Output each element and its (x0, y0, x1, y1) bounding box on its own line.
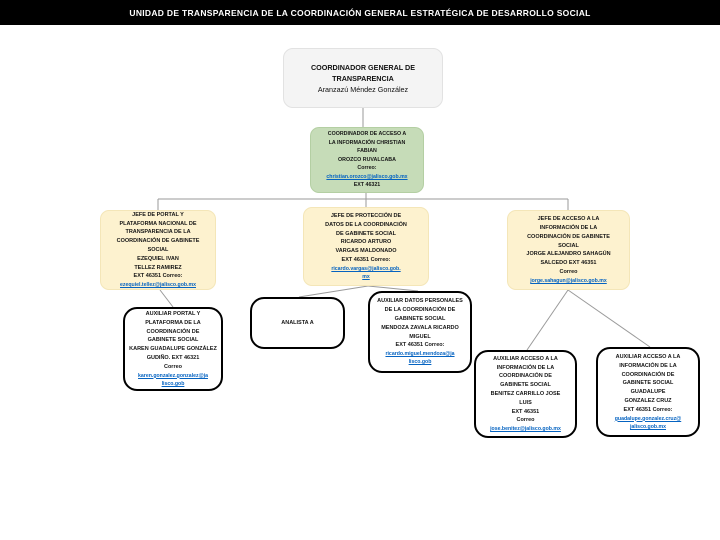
org-node-jefe-acceso: JEFE DE ACCESO A LA INFORMACIÓN DE LA CO… (507, 210, 630, 290)
org-node-text: JEFE DE ACCESO A LA INFORMACIÓN DE LA CO… (526, 216, 611, 275)
email-link-christian-orozco[interactable]: christian.orozco@jalisco.gob.mx (326, 174, 408, 181)
org-node-text: AUXILIAR ACCESO A LA INFORMACIÓN DE LA C… (490, 355, 561, 424)
org-node-analista: ANALISTA A (250, 297, 345, 349)
email-link-jose-benitez[interactable]: jose.benitez@jalisco.gob.mx (490, 426, 561, 433)
org-node-text: AUXILIAR PORTAL Y PLATAFORMA DE LA COORD… (129, 311, 217, 370)
org-node-ext: EXT 46321 (353, 182, 381, 189)
org-node-jefe-portal: JEFE DE PORTAL Y PLATAFORMA NACIONAL DE … (100, 210, 216, 290)
org-node-coordinador-general: COORDINADOR GENERAL DE TRANSPARENCIA Ara… (283, 48, 443, 108)
org-node-text: AUXILIAR ACCESO A LA INFORMACIÓN DE LA C… (615, 354, 681, 413)
org-node-title: COORDINADOR GENERAL DE TRANSPARENCIA (310, 62, 416, 83)
email-link-ricardo-vargas[interactable]: ricardo.vargas@jalisco.gob. mx (331, 265, 401, 280)
org-node-jefe-proteccion-datos: JEFE DE PROTECCIÓN DE DATOS DE LA COORDI… (303, 207, 429, 286)
email-link-ezequiel-tellez[interactable]: ezequiel.tellez@jalisco.gob.mx (120, 282, 196, 289)
org-node-text: COORDINADOR DE ACCESO A LA INFORMACIÓN C… (327, 131, 407, 172)
org-node-text: AUXILIAR DATOS PERSONALES DE LA COORDINA… (377, 298, 463, 349)
email-link-guadalupe-gonzalez[interactable]: guadalupe.gonzalez.cruz@ jalisco.gob.mx (614, 415, 682, 430)
org-node-auxiliar-datos-personales: AUXILIAR DATOS PERSONALES DE LA COORDINA… (368, 291, 472, 373)
org-node-auxiliar-acceso-guadalupe: AUXILIAR ACCESO A LA INFORMACIÓN DE LA C… (596, 347, 700, 437)
org-node-auxiliar-acceso-jose: AUXILIAR ACCESO A LA INFORMACIÓN DE LA C… (474, 350, 577, 438)
title-bar: UNIDAD DE TRANSPARENCIA DE LA COORDINACI… (0, 0, 720, 25)
org-node-text: ANALISTA A (281, 319, 314, 326)
org-node-text: JEFE DE PORTAL Y PLATAFORMA NACIONAL DE … (116, 211, 200, 280)
org-node-auxiliar-portal: AUXILIAR PORTAL Y PLATAFORMA DE LA COORD… (123, 307, 223, 391)
email-link-jorge-sahagun[interactable]: jorge.sahagun@jalisco.gob.mx (530, 277, 607, 284)
org-node-text: JEFE DE PROTECCIÓN DE DATOS DE LA COORDI… (325, 212, 407, 263)
page-title: UNIDAD DE TRANSPARENCIA DE LA COORDINACI… (129, 7, 591, 18)
email-link-karen-gonzalez[interactable]: karen.gonzalez.gonzalez@ja lisco.gob (138, 372, 208, 387)
org-node-coordinador-acceso: COORDINADOR DE ACCESO A LA INFORMACIÓN C… (310, 127, 424, 193)
email-link-ricardo-mendoza[interactable]: ricardo.miguel.mendoza@ja lisco.gob (385, 351, 455, 366)
org-node-person-name: Aranzazú Méndez González (317, 84, 409, 94)
